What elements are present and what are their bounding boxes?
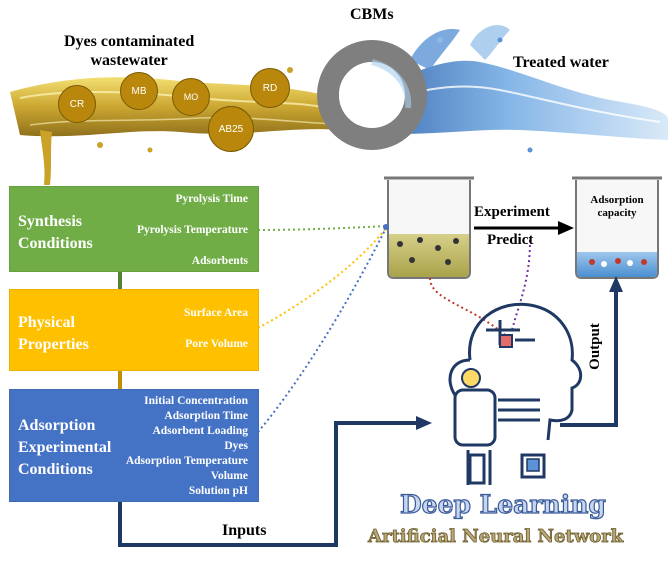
cbms-label: CBMs [350, 6, 394, 23]
experiment-label: Experiment [474, 204, 550, 220]
link-synthesis [257, 225, 387, 231]
dye-badge-cr: CR [58, 85, 96, 123]
physical-item: Surface Area [184, 307, 248, 319]
capacity-line1: Adsorption [590, 194, 644, 206]
adsorption-title-line3: Conditions [18, 461, 93, 478]
robot-head-illustration [448, 302, 583, 485]
adsorption-item: Volume [210, 470, 248, 482]
physical-title: Physical Properties [18, 312, 89, 356]
physical-title-line2: Properties [18, 336, 89, 353]
dye-badge-ab25: AB25 [208, 106, 254, 152]
adsorption-item: Solution pH [188, 485, 248, 497]
adsorption-item: Adsorption Temperature [125, 455, 248, 467]
experiment-beaker [384, 176, 474, 279]
inputs-label: Inputs [222, 522, 267, 539]
physical-title-line1: Physical [18, 314, 75, 331]
cbms-ring [317, 40, 427, 150]
wastewater-drip [40, 130, 52, 185]
output-label: Output [586, 323, 603, 370]
treated-water-stream [350, 60, 668, 140]
adsorption-title: Adsorption Experimental Conditions [18, 415, 111, 481]
synthesis-title-line1: Synthesis [18, 213, 83, 230]
inputs-arrowhead [416, 416, 432, 430]
predict-label: Predict [487, 232, 534, 248]
dye-badge-rd: RD [250, 68, 290, 108]
adsorption-item: Dyes [224, 440, 248, 452]
synthesis-title: Synthesis Conditions [18, 211, 93, 255]
output-arrowhead [609, 276, 623, 292]
adsorption-item: Adsorption Time [164, 410, 248, 422]
dyes-label-line1: Dyes contaminated [64, 33, 195, 50]
output-arrow-line [560, 290, 618, 427]
synthesis-title-line2: Conditions [18, 235, 93, 252]
adsorption-title-line2: Experimental [18, 439, 112, 456]
dye-badge-mb: MB [120, 72, 158, 110]
adsorption-conditions-box: Adsorption Experimental Conditions Initi… [9, 389, 259, 502]
experiment-arrowhead [558, 221, 574, 235]
dyes-wastewater-label: Dyes contaminated wastewater [64, 32, 194, 70]
deep-learning-title: Deep Learning [399, 489, 606, 519]
treated-water-label: Treated water [513, 54, 609, 71]
physical-item: Pore Volume [185, 338, 248, 350]
capacity-line2: capacity [597, 207, 637, 219]
link-adsorption [257, 227, 387, 433]
synthesis-conditions-box: Synthesis Conditions Pyrolysis Time Pyro… [9, 186, 259, 272]
dye-badge-mo: MO [172, 78, 210, 116]
adsorption-capacity-label: Adsorption capacity [580, 194, 654, 220]
adsorption-item: Adsorbent Loading [152, 425, 248, 437]
link-physical [257, 227, 387, 329]
physical-properties-box: Physical Properties Surface Area Pore Vo… [9, 289, 259, 371]
synthesis-item: Pyrolysis Temperature [136, 224, 248, 236]
adsorption-item: Initial Concentration [144, 395, 248, 407]
inputs-arrow-line [118, 421, 418, 547]
ann-subtitle: Artificial Neural Network [368, 526, 624, 548]
adsorption-title-line1: Adsorption [18, 417, 96, 434]
dyes-label-line2: wastewater [90, 52, 168, 69]
synthesis-item: Pyrolysis Time [175, 193, 248, 205]
capacity-beaker [572, 176, 662, 279]
synthesis-item: Adsorbents [191, 255, 248, 267]
